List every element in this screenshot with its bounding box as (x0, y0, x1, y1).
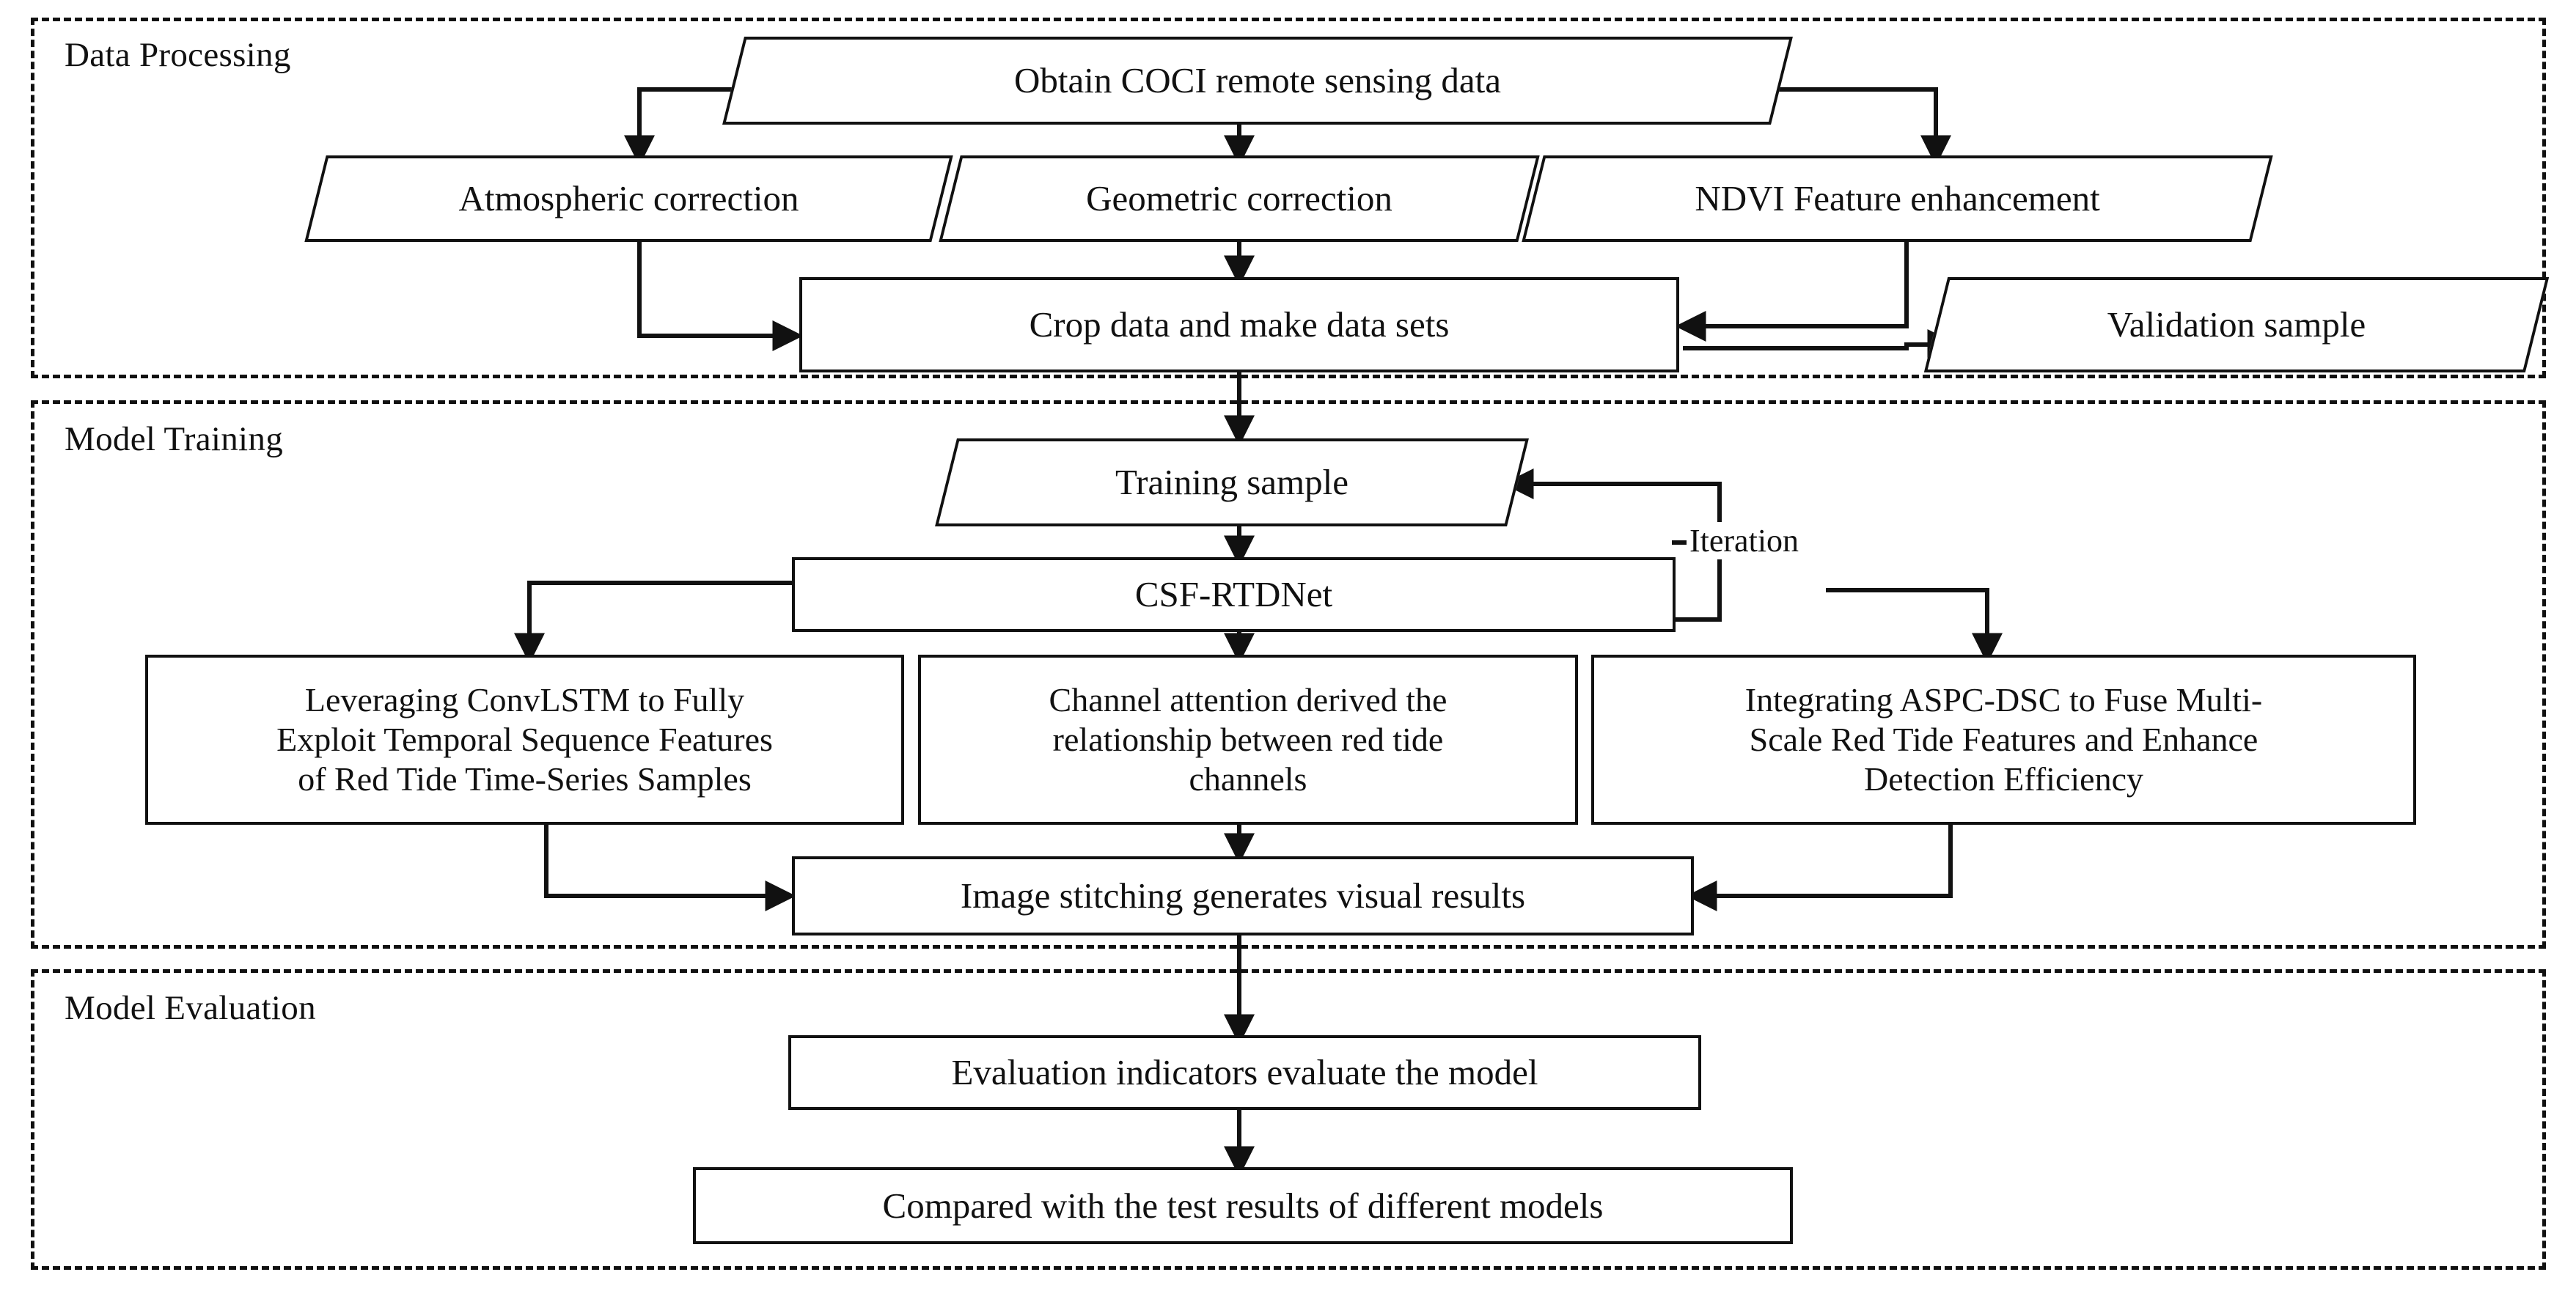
node-label: NDVI Feature enhancement (1695, 178, 2100, 219)
node-label: Evaluation indicators evaluate the model (951, 1052, 1538, 1093)
node-label: Atmospheric correction (458, 178, 799, 219)
node-label: Geometric correction (1086, 178, 1392, 219)
edge-csfrtdnet-to-branch3 (1826, 588, 2003, 664)
node-label: Channel attention derived the relationsh… (1049, 680, 1447, 798)
section-title-data-processing: Data Processing (65, 36, 291, 74)
edge-crop-to-validation (1683, 329, 1959, 360)
node-training-sample[interactable]: Training sample (935, 438, 1529, 526)
node-label: Compared with the test results of differ… (882, 1185, 1604, 1226)
node-label: Obtain COCI remote sensing data (1013, 60, 1502, 101)
node-ndvi-feature-enhancement[interactable]: NDVI Feature enhancement (1522, 155, 2273, 242)
edge-obtain-to-ndvi (1775, 87, 1951, 166)
section-title-model-training: Model Training (65, 420, 283, 458)
section-frame-data-processing (31, 18, 2546, 378)
node-label: CSF-RTDNet (1134, 574, 1333, 615)
node-label: Crop data and make data sets (1029, 304, 1450, 345)
node-image-stitching[interactable]: Image stitching generates visual results (792, 856, 1694, 935)
node-compared-models[interactable]: Compared with the test results of differ… (693, 1167, 1793, 1244)
node-evaluation-indicators[interactable]: Evaluation indicators evaluate the model (788, 1035, 1701, 1110)
section-frame-model-training (31, 400, 2546, 949)
node-label: Validation sample (2107, 304, 2366, 345)
edge-atmospheric-to-crop (637, 242, 804, 351)
node-label: Training sample (1115, 462, 1349, 503)
node-crop-data-make-datasets[interactable]: Crop data and make data sets (799, 277, 1679, 372)
edge-csfrtdnet-to-branch1 (514, 581, 796, 664)
edge-branch1-to-stitching (544, 825, 796, 911)
section-title-model-evaluation: Model Evaluation (65, 989, 316, 1027)
node-atmospheric-correction[interactable]: Atmospheric correction (304, 155, 953, 242)
node-geometric-correction[interactable]: Geometric correction (939, 155, 1540, 242)
edge-ndvi-to-crop (1675, 242, 1909, 342)
node-label: Integrating ASPC-DSC to Fuse Multi- Scal… (1744, 680, 2263, 798)
edge-label-iteration: Iteration (1687, 522, 1802, 559)
node-validation-sample[interactable]: Validation sample (1923, 277, 2550, 372)
node-branch-aspc-dsc[interactable]: Integrating ASPC-DSC to Fuse Multi- Scal… (1591, 655, 2416, 825)
node-branch-channel-attention[interactable]: Channel attention derived the relationsh… (918, 655, 1578, 825)
node-csf-rtdnet[interactable]: CSF-RTDNet (792, 557, 1676, 632)
edge-branch3-to-stitching (1686, 825, 1953, 911)
node-branch-convlstm[interactable]: Leveraging ConvLSTM to Fully Exploit Tem… (145, 655, 904, 825)
node-obtain-coci-data[interactable]: Obtain COCI remote sensing data (722, 37, 1793, 125)
node-label: Image stitching generates visual results (960, 875, 1526, 916)
node-label: Leveraging ConvLSTM to Fully Exploit Tem… (276, 680, 773, 798)
section-frame-model-evaluation (31, 969, 2546, 1270)
edge-obtain-to-atmospheric (624, 87, 748, 166)
